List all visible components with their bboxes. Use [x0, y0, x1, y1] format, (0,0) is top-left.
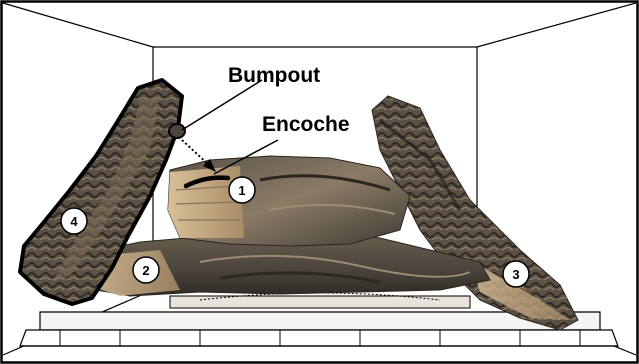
log-number-2: 2 — [142, 263, 149, 278]
log-callout-1: 1 — [229, 177, 255, 203]
log-callout-2: 2 — [133, 257, 159, 283]
bumpout-knob — [169, 124, 185, 138]
log-1 — [168, 156, 410, 246]
log-number-3: 3 — [512, 267, 519, 282]
log-callout-3: 3 — [503, 261, 529, 287]
bumpout-label: Bumpout — [228, 64, 320, 87]
encoche-label: Encoche — [262, 113, 350, 136]
log-number-1: 1 — [238, 183, 245, 198]
log-number-4: 4 — [70, 214, 78, 229]
log-callout-4: 4 — [61, 208, 87, 234]
